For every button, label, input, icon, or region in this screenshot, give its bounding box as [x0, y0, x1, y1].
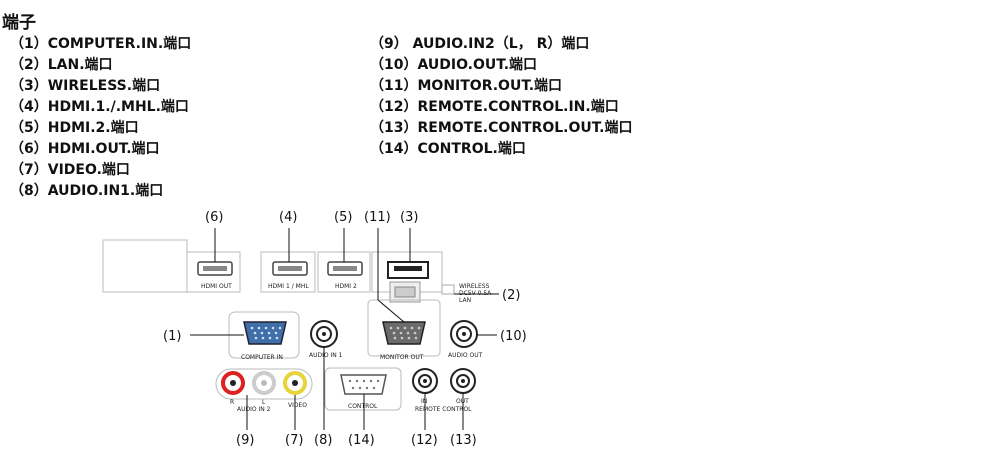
callout-4: (4) — [279, 210, 297, 225]
port-list-left: （1）COMPUTER.IN.端口 （2）LAN.端口 （3）WIRELESS.… — [10, 34, 191, 202]
monitor-out-label: MONITOR OUT — [380, 354, 424, 361]
rca-group-plate — [215, 368, 313, 400]
r-label: R — [230, 399, 234, 406]
lan-text: LAN — [459, 297, 471, 304]
audio-out-label: AUDIO OUT — [448, 352, 483, 359]
vga-pins — [250, 326, 282, 340]
monitor-out-vga-port — [382, 321, 426, 345]
remote-in-label: IN — [421, 398, 427, 405]
remote-control-label: REMOTE CONTROL — [415, 406, 472, 413]
list-item: （11）MONITOR.OUT.端口 — [370, 78, 563, 94]
hdmi1-label: HDMI 1 / MHL — [268, 283, 309, 290]
port-list-right: （9） AUDIO.IN2（L， R）端口 （10）AUDIO.OUT.端口 （… — [370, 34, 632, 160]
callout-2: (2) — [502, 288, 520, 303]
lan-port-inner — [394, 286, 416, 298]
remote-in-jack-hole — [423, 379, 427, 383]
wireless-text: WIRELESS — [459, 283, 490, 290]
page-title: 端子 — [2, 13, 36, 33]
callout-3: (3) — [400, 210, 418, 225]
audio-in1-jack-hole — [322, 332, 326, 336]
hdmi2-port-inner — [333, 266, 357, 271]
hdmi-out-port-inner — [203, 266, 227, 271]
monitor-out-pins — [389, 326, 421, 340]
list-item: （9） AUDIO.IN2（L， R）端口 — [370, 36, 590, 52]
audio-in2-l-hole — [261, 380, 267, 386]
audio-out-jack-hole — [462, 332, 466, 336]
video-label: VIDEO — [288, 402, 307, 409]
list-item: （4）HDMI.1./.MHL.端口 — [10, 99, 189, 115]
control-label: CONTROL — [348, 403, 378, 410]
panel-plate-blank — [102, 239, 188, 293]
list-item: （13）REMOTE.CONTROL.OUT.端口 — [370, 120, 633, 136]
list-item: （6）HDMI.OUT.端口 — [10, 141, 160, 157]
callout-9: (9) — [236, 433, 254, 448]
leader-lines — [190, 228, 499, 430]
list-item: （1）COMPUTER.IN.端口 — [10, 36, 192, 52]
control-port — [340, 374, 387, 395]
hdmi-out-plate — [186, 251, 241, 293]
callout-7: (7) — [285, 433, 303, 448]
callout-13: (13) — [450, 433, 477, 448]
hdmi1-plate — [260, 251, 316, 293]
callout-12: (12) — [411, 433, 438, 448]
control-pins — [348, 379, 380, 390]
lan-indicator — [441, 284, 455, 295]
callout-10: (10) — [500, 329, 527, 344]
list-item: （12）REMOTE.CONTROL.IN.端口 — [370, 99, 619, 115]
audio-in2-r-hole — [230, 380, 236, 386]
control-plate — [324, 367, 402, 411]
video-jack-hole — [292, 380, 298, 386]
callout-8: (8) — [314, 433, 332, 448]
callout-5: (5) — [334, 210, 352, 225]
l-label: L — [262, 399, 266, 406]
hdmi-out-label: HDMI OUT — [201, 283, 232, 290]
list-item: （7）VIDEO.端口 — [10, 162, 130, 178]
audio-in2-label: AUDIO IN 2 — [237, 406, 271, 413]
list-item: （5）HDMI.2.端口 — [10, 120, 139, 136]
list-item: （8）AUDIO.IN1.端口 — [10, 183, 164, 199]
callout-14: (14) — [348, 433, 375, 448]
audio-in1-label: AUDIO IN 1 — [309, 352, 343, 359]
callout-6: (6) — [205, 210, 223, 225]
callout-1: (1) — [163, 329, 181, 344]
monitor-out-plate — [367, 299, 441, 357]
hdmi2-label: HDMI 2 — [335, 283, 357, 290]
list-item: （10）AUDIO.OUT.端口 — [370, 57, 538, 73]
remote-out-jack-hole — [461, 379, 465, 383]
wireless-usb-inner — [394, 266, 422, 271]
list-item: （14）CONTROL.端口 — [370, 141, 526, 157]
callout-11: (11) — [364, 210, 391, 225]
hdmi1-port-inner — [278, 266, 302, 271]
list-item: （3）WIRELESS.端口 — [10, 78, 161, 94]
list-item: （2）LAN.端口 — [10, 57, 113, 73]
computer-in-vga-port — [243, 321, 287, 345]
computer-in-label: COMPUTER IN — [241, 354, 283, 361]
